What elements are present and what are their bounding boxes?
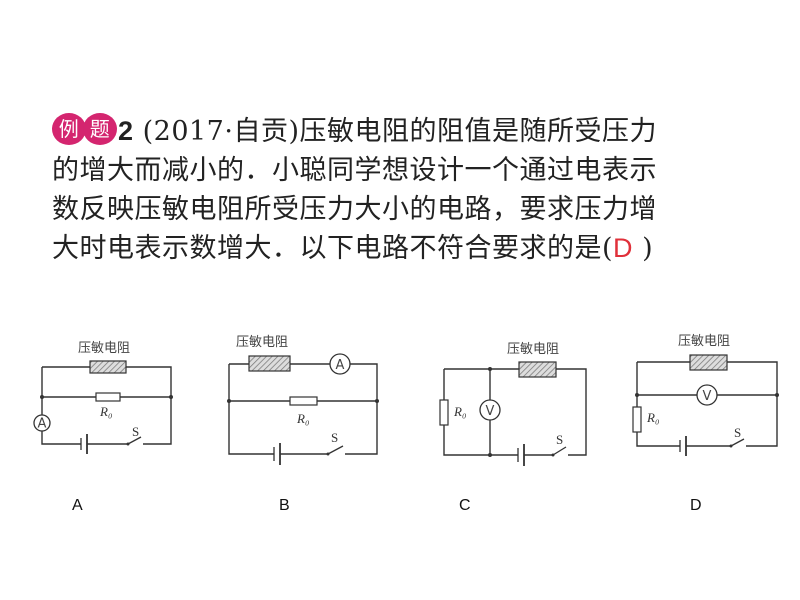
meter-label: A bbox=[336, 358, 345, 373]
switch-label: S bbox=[331, 430, 338, 445]
meter-label: A bbox=[38, 417, 47, 432]
circuit-a: 压敏电阻 R₀ A S A bbox=[33, 341, 173, 514]
circuit-d: 压敏电阻 V R₀ S D bbox=[632, 334, 779, 514]
option-label: D bbox=[690, 497, 702, 514]
text: ) bbox=[633, 233, 654, 264]
battery bbox=[679, 436, 687, 456]
resistor-r0 bbox=[95, 392, 121, 402]
pressure-resistor bbox=[689, 354, 728, 371]
ammeter bbox=[33, 414, 51, 432]
r0-label: R₀ bbox=[453, 404, 466, 419]
circuit-c: 压敏电阻 R₀ V S C bbox=[439, 342, 587, 514]
switch bbox=[126, 436, 142, 446]
switch bbox=[326, 445, 344, 456]
switch bbox=[551, 446, 567, 457]
option-label: B bbox=[279, 497, 290, 514]
switch-label: S bbox=[556, 432, 563, 447]
pressure-resistor bbox=[89, 360, 127, 374]
pressure-resistor bbox=[248, 355, 291, 372]
option-label: C bbox=[459, 497, 471, 514]
switch-label: S bbox=[132, 424, 139, 439]
ammeter bbox=[329, 353, 351, 375]
r0-label: R₀ bbox=[99, 404, 112, 419]
option-label: A bbox=[72, 497, 83, 514]
resistor-r0 bbox=[289, 396, 318, 406]
meter-label: V bbox=[703, 389, 712, 404]
badge-char: 例 bbox=[52, 113, 86, 145]
voltmeter bbox=[696, 384, 718, 406]
resistor-r0 bbox=[439, 399, 449, 426]
resistor-r0 bbox=[632, 406, 642, 433]
battery bbox=[517, 444, 525, 466]
battery bbox=[80, 434, 88, 454]
sensor-label: 压敏电阻 bbox=[236, 335, 288, 350]
voltmeter bbox=[479, 399, 501, 421]
question-line-4: 大时电表示数增大．以下电路不符合要求的是(D ) bbox=[52, 229, 772, 268]
circuit-b: 压敏电阻 A R₀ S B bbox=[227, 335, 379, 514]
sensor-label: 压敏电阻 bbox=[78, 341, 130, 356]
meter-label: V bbox=[486, 404, 495, 419]
answer: D bbox=[613, 233, 634, 263]
r0-label: R₀ bbox=[646, 410, 659, 425]
sensor-label: 压敏电阻 bbox=[678, 334, 730, 349]
battery bbox=[273, 443, 281, 465]
switch bbox=[729, 438, 745, 448]
text: (2017·自贡)压敏电阻的阻值是随所受压力 bbox=[133, 116, 657, 147]
switch-label: S bbox=[734, 425, 741, 440]
question-line-3: 数反映压敏电阻所受压力大小的电路，要求压力增 bbox=[52, 194, 657, 225]
r0-label: R₀ bbox=[296, 411, 309, 426]
badge-char: 题 bbox=[83, 113, 117, 145]
sensor-label: 压敏电阻 bbox=[507, 342, 559, 357]
question-line-2: 的增大而减小的．小聪同学想设计一个通过电表示 bbox=[52, 155, 657, 186]
question-number: 2 bbox=[118, 116, 134, 146]
example-badge: 例题 bbox=[52, 113, 118, 145]
text: 大时电表示数增大．以下电路不符合要求的是( bbox=[52, 233, 614, 264]
pressure-resistor bbox=[518, 361, 557, 378]
